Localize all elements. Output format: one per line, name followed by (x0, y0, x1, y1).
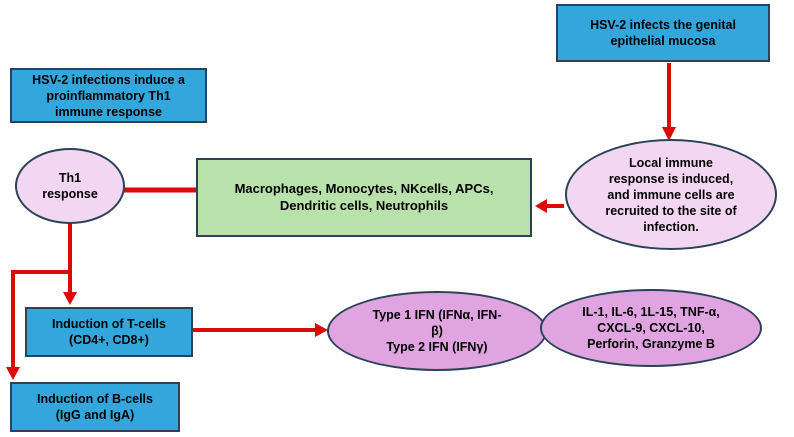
arrow-local-response-to-immune-cells (535, 199, 564, 213)
node-text-line: Induction of B-cells (37, 392, 153, 406)
node-text-line: Dendritic cells, Neutrophils (279, 197, 449, 213)
node-text-line: epithelial mucosa (610, 34, 716, 48)
node-text-line: Perforin, Granzyme B (587, 337, 715, 351)
node-interferons: Type 1 IFN (IFNα, IFN- β) Type 2 IFN (IF… (327, 291, 547, 371)
node-text-line: Type 2 IFN (IFNγ) (386, 340, 488, 354)
node-text-line: infection. (643, 219, 699, 234)
node-text-line: and immune cells are (607, 187, 735, 202)
node-cytokines-chemokines: IL-1, IL-6, 1L-15, TNF-α, CXCL-9, CXCL-1… (540, 289, 762, 367)
node-th1-response: Th1 response (15, 148, 125, 224)
node-text-line: immune response (55, 104, 162, 119)
arrow-infects-to-local-response (662, 63, 676, 141)
node-text-line: recruited to the site of (605, 203, 737, 218)
node-induction-b-cells: Induction of B-cells (IgG and IgA) (10, 382, 180, 432)
node-text-line: CXCL-9, CXCL-10, (597, 321, 705, 335)
node-local-immune-response: Local immune response is induced, and im… (565, 139, 777, 250)
node-text-line: (CD4+, CD8+) (69, 333, 149, 347)
node-text-line: response (42, 187, 98, 201)
arrow-t-cells-to-ifn (193, 323, 328, 337)
node-immune-cell-types: Macrophages, Monocytes, NKcells, APCs, D… (196, 158, 532, 237)
node-text-line: Macrophages, Monocytes, NKcells, APCs, (234, 180, 494, 196)
node-text-line: Type 1 IFN (IFNα, IFN- (372, 308, 502, 322)
node-text-line: HSV-2 infections induce a (32, 72, 185, 87)
node-text-line: IL-1, IL-6, 1L-15, TNF-α, (582, 305, 720, 319)
arrow-th1-to-t-cells (63, 222, 77, 305)
node-text-line: β) (431, 324, 443, 338)
node-text-line: HSV-2 infects the genital (590, 18, 736, 32)
node-text-line: Induction of T-cells (52, 317, 166, 331)
node-text-line: (IgG and IgA) (55, 408, 135, 422)
node-text-line: Local immune (628, 155, 714, 170)
node-text-line: proinflammatory Th1 (46, 88, 171, 103)
node-hsv2-induces-th1: HSV-2 infections induce a proinflammator… (10, 68, 207, 123)
node-hsv2-infects-mucosa: HSV-2 infects the genital epithelial muc… (556, 4, 770, 62)
node-induction-t-cells: Induction of T-cells (CD4+, CD8+) (25, 307, 193, 357)
node-text-line: Th1 (58, 171, 82, 185)
node-text-line: response is induced, (608, 171, 734, 186)
